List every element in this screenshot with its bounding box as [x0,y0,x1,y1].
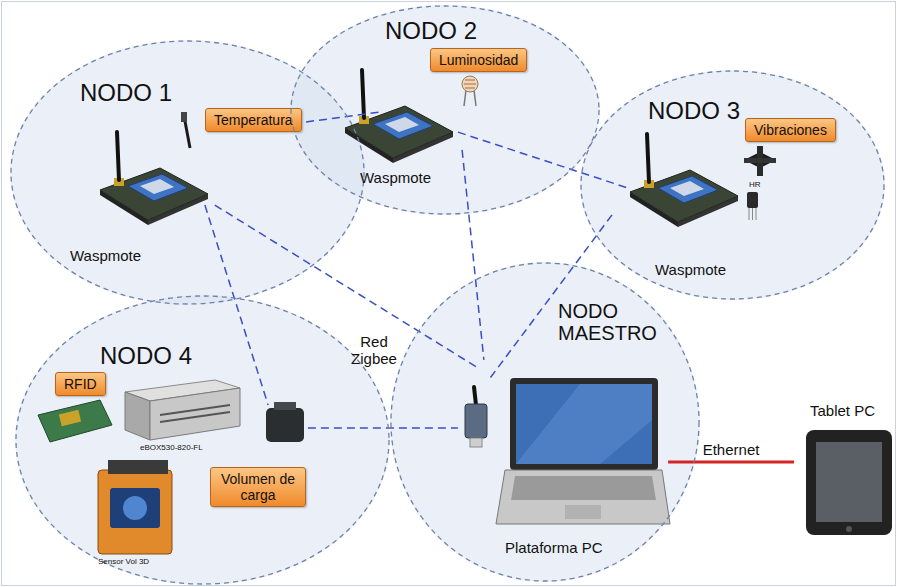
device-label: Waspmote [655,262,726,279]
rfid-chip [59,410,81,426]
node-outline [391,263,699,581]
node-outline [10,40,365,305]
device-label: Waspmote [360,170,431,187]
sensor-label: Luminosidad [439,52,518,68]
node-ellipse: NODO 2 Waspmote Luminosidad [290,5,600,215]
node-fill [290,5,600,215]
ebox-ports [160,405,230,422]
zigbee-link [205,205,268,405]
tablet-button [846,526,852,532]
sensor-label: Temperatura [214,112,293,128]
sensor-tag: Luminosidad [430,48,527,72]
rfid-card [38,400,112,442]
device-node: Tablet PC [790,395,895,540]
zigbee-link [306,112,380,122]
laptop-base [496,470,670,524]
node-outline [15,295,390,585]
usb-plug [470,438,482,447]
usb-zigbee-stick [465,404,487,438]
zigbee-link [215,205,478,368]
laptop-display [516,384,652,464]
ldr-leg [474,90,476,106]
zigbee-link [462,150,484,360]
network-label: Red Zigbee [345,333,403,368]
node-outline [16,296,389,584]
link-label: Ethernet [700,441,763,458]
ebox-pc [125,392,150,440]
tablet-screen [816,442,882,522]
ldr-sensor [462,76,478,92]
zigbee-link [308,427,458,429]
sensor-label: Vibraciones [754,122,827,138]
vibration-sensor [744,158,776,163]
node-title: NODO 4 [100,343,192,369]
node-ellipse: NODO 1 Waspmote Temperatura [10,40,365,305]
waspmote-board [100,132,208,225]
sensor-tag: Temperatura [205,108,302,132]
node-outline [581,71,884,299]
laptop-keyboard [511,476,656,500]
hr-sensor [747,192,758,208]
volume-sensor-lens [110,488,160,528]
device-label: Tablet PC [790,403,895,420]
device-label: Waspmote [70,248,141,265]
waspmote-board [630,134,738,227]
node-ellipse: NODO MAESTRO Plataforma PC [390,262,700,582]
laptop-screen [510,378,658,470]
laptop-display [516,384,652,464]
ethernet-link [668,461,794,464]
sensor-tag: Volumen de carga [210,467,306,507]
node-title: NODO 1 [80,80,172,106]
sensor-label: Volumen de carga [221,471,295,503]
sensor-label: RFID [64,376,97,392]
node-outline [291,6,599,214]
node-fill [580,70,885,300]
node-outline [11,41,364,304]
node-title: NODO 3 [648,98,740,124]
node-fill [390,262,700,582]
node-title: NODO 2 [385,18,477,44]
zigbee-link [490,215,612,378]
node-ellipse: NODO 4RFID Volumen de carga [15,295,390,585]
volume-sensor [98,470,172,554]
zigbee-link [458,132,628,188]
node-fill [15,295,390,585]
temperature-probe-head [181,112,187,122]
laptop-touchpad [565,505,601,519]
sensor-tag: RFID [55,372,106,396]
ldr-leg [464,90,466,106]
zigbee-gateway [266,408,304,442]
device-label: Plataforma PC [505,540,603,557]
ebox-pc [150,388,240,440]
device-model: eBOX530-820-FL [140,443,203,452]
sensor-tag: Vibraciones [745,118,836,142]
usb-antenna [474,387,476,405]
volume-sensor-lens [123,496,147,520]
tablet-body [806,430,892,535]
volume-sensor [108,460,168,474]
node-title: NODO MAESTRO [558,300,676,344]
node-ellipse: NODO 3 Waspmote Vibraciones [580,70,885,300]
zigbee-gateway [274,402,296,410]
node-outline [390,262,700,582]
sensor-code: HR [749,180,761,189]
hr-sensor-pins [749,208,756,220]
device-model: Sensor Vol 3D [98,557,149,566]
ldr-track [464,80,476,88]
